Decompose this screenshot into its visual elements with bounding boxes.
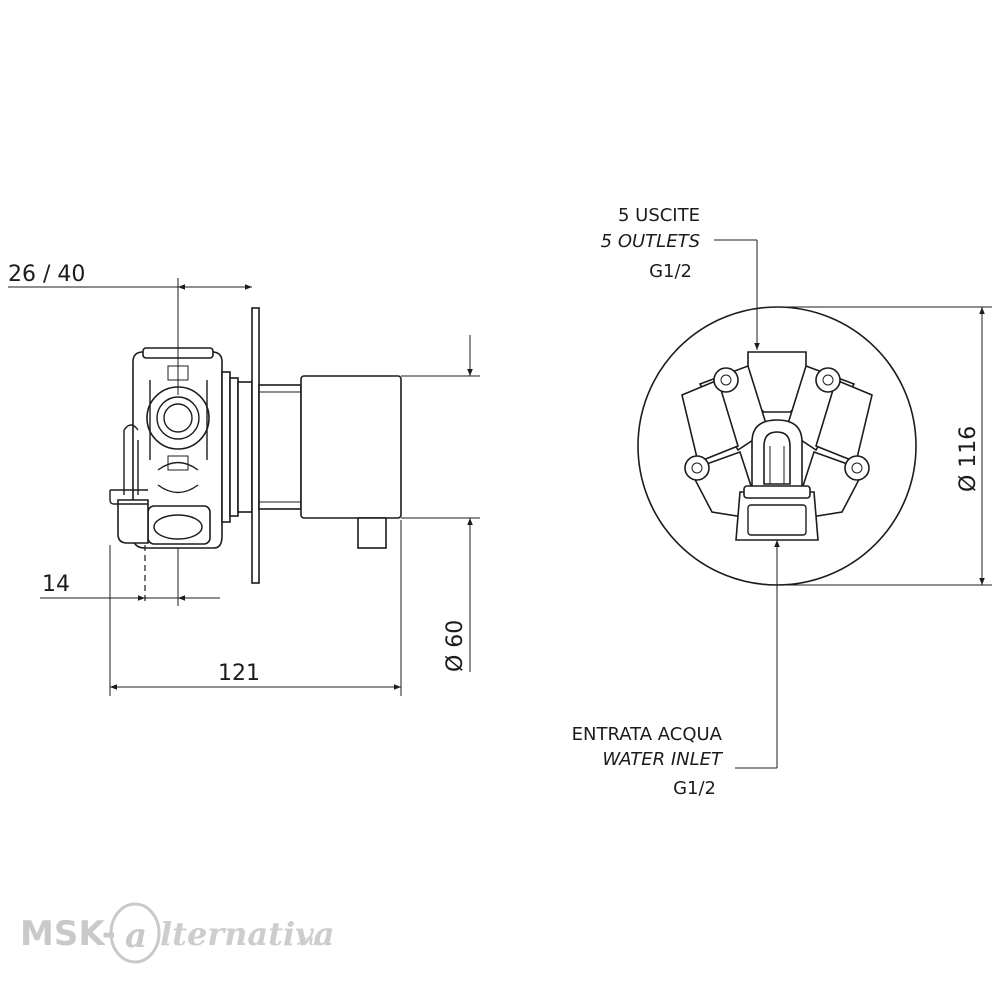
- watermark-domain: .ru: [296, 933, 318, 949]
- watermark-text-left: MSK-: [20, 914, 116, 954]
- dim-26-40: 26 / 40: [8, 262, 252, 395]
- outlets-label-thread: G1/2: [649, 261, 692, 282]
- dim-d60-text: Ø 60: [443, 620, 468, 672]
- watermark-text-right: lternativa: [160, 915, 334, 953]
- valve-body: [109, 347, 223, 549]
- dim-d60: Ø 60: [401, 335, 480, 672]
- dim-d116-text: Ø 116: [956, 426, 981, 492]
- inlet-label-it: ENTRATA ACQUA: [572, 724, 723, 745]
- outlets-label-it: 5 USCITE: [618, 205, 700, 226]
- outlets-leader: [714, 239, 760, 350]
- inlet-label-en: WATER INLET: [602, 749, 724, 770]
- inlet-leader: [735, 540, 780, 769]
- watermark-logo: MSK- a lternativa .ru: [20, 902, 334, 964]
- dim-d116: Ø 116: [777, 306, 992, 586]
- outlets-label: 5 USCITE 5 OUTLETS G1/2: [601, 205, 700, 282]
- at-sign-icon: a: [109, 902, 161, 964]
- outlets-label-en: 5 OUTLETS: [601, 231, 700, 252]
- dim-121: 121: [109, 520, 402, 696]
- svg-text:a: a: [125, 916, 147, 956]
- handle-cylinder: [300, 375, 402, 549]
- mounting-ears: [684, 367, 870, 481]
- dim-14-text: 14: [42, 572, 70, 597]
- valve-top-view: [681, 351, 873, 541]
- inlet-label-thread: G1/2: [673, 778, 716, 799]
- mounting-plate: [221, 307, 302, 584]
- inlet-label: ENTRATA ACQUA WATER INLET G1/2: [572, 724, 724, 799]
- dim-121-text: 121: [218, 661, 260, 686]
- dim-14: 14: [40, 548, 220, 606]
- front-view: 5 USCITE 5 OUTLETS G1/2 ENTRATA ACQUA WA…: [572, 205, 992, 799]
- side-view: 26 / 40 14 121 Ø 60: [8, 262, 480, 696]
- dim-26-40-text: 26 / 40: [8, 262, 85, 287]
